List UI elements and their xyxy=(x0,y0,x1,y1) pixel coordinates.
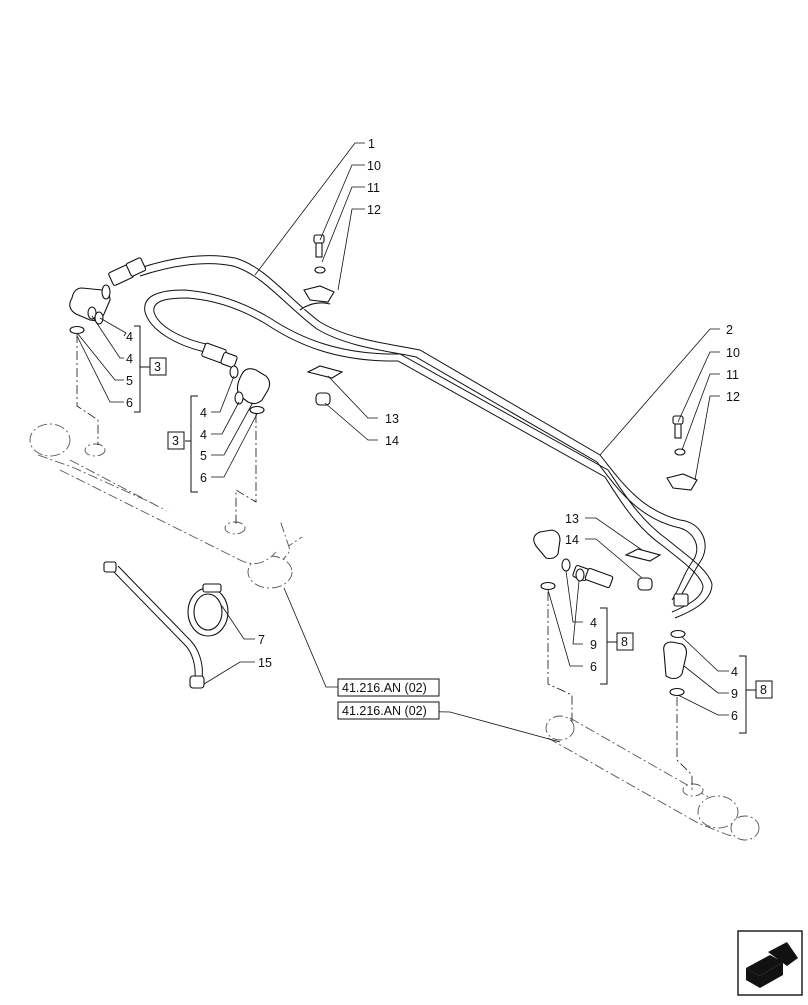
assembly-guide-lines xyxy=(76,334,693,790)
spacer-14-right xyxy=(637,577,653,591)
callout-14-left: 14 xyxy=(385,434,399,448)
o-ring-6a xyxy=(69,325,85,335)
callout-group2-item4: 6 xyxy=(200,471,207,485)
hose-clamp-7 xyxy=(187,583,229,637)
o-ring-4c xyxy=(229,365,239,379)
kit-box-8-left: 8 xyxy=(616,632,634,651)
right-elbow-fitting-lower xyxy=(663,593,689,697)
reference-link-1[interactable]: 41.216.AN (02) xyxy=(337,678,440,697)
callout-group1-item1: 4 xyxy=(126,330,133,344)
svg-text:8: 8 xyxy=(621,635,628,649)
clamp-12-left xyxy=(303,285,335,303)
left-elbow-fitting-lower xyxy=(201,342,271,405)
pipe-15 xyxy=(103,561,205,689)
kit-box-3-left: 3 xyxy=(149,357,167,376)
callout-group1-item4: 6 xyxy=(126,396,133,410)
clamp-12-right xyxy=(666,473,698,491)
hydraulic-pipe-assembly xyxy=(139,255,713,619)
callout-group4-item2: 9 xyxy=(731,687,738,701)
kit-box-3-right: 3 xyxy=(167,431,185,450)
kit-box-8-right: 8 xyxy=(755,680,773,699)
callout-12-left: 12 xyxy=(367,203,381,217)
callout-10-right: 10 xyxy=(726,346,740,360)
callout-2: 2 xyxy=(726,323,733,337)
callout-group4-item1: 4 xyxy=(731,665,738,679)
callout-labels: 1 10 11 12 13 14 2 10 11 12 13 14 4 4 5 … xyxy=(126,137,740,723)
bolt-10-left xyxy=(313,234,326,274)
spacer-14-left xyxy=(315,392,331,406)
leader-lines xyxy=(76,142,729,743)
callout-group3-item3: 6 xyxy=(590,660,597,674)
svg-text:41.216.AN (02): 41.216.AN (02) xyxy=(342,681,427,695)
callout-12-right: 12 xyxy=(726,390,740,404)
callout-group3-item1: 4 xyxy=(590,616,597,630)
o-ring-9a xyxy=(575,568,585,582)
o-ring-6b xyxy=(249,405,265,415)
callout-10-left: 10 xyxy=(367,159,381,173)
callout-15: 15 xyxy=(258,656,272,670)
bracket-13-left xyxy=(306,365,344,379)
callout-13-right: 13 xyxy=(565,512,579,526)
svg-text:3: 3 xyxy=(154,360,161,374)
svg-text:3: 3 xyxy=(172,434,179,448)
o-ring-4a xyxy=(87,306,97,320)
callout-group1-item2: 4 xyxy=(126,352,133,366)
callout-7: 7 xyxy=(258,633,265,647)
left-elbow-fitting-upper xyxy=(69,257,147,321)
callout-1: 1 xyxy=(368,137,375,151)
callout-11-right: 11 xyxy=(726,368,739,382)
right-cylinder-ghost xyxy=(545,715,760,841)
group-brackets xyxy=(134,325,756,734)
callout-group4-item3: 6 xyxy=(731,709,738,723)
o-ring-6c xyxy=(540,581,556,591)
pipe-collar-a xyxy=(299,302,331,311)
callout-group2-item2: 4 xyxy=(200,428,207,442)
o-ring-4b xyxy=(94,311,104,325)
next-page-arrow-icon[interactable] xyxy=(737,930,803,996)
reference-link-2[interactable]: 41.216.AN (02) xyxy=(337,701,440,720)
callout-group1-item3: 5 xyxy=(126,374,133,388)
callout-11-left: 11 xyxy=(367,181,380,195)
svg-text:8: 8 xyxy=(760,683,767,697)
callout-14-right: 14 xyxy=(565,533,579,547)
o-ring-4e xyxy=(561,558,571,572)
callout-group2-item1: 4 xyxy=(200,406,207,420)
callout-13-left: 13 xyxy=(385,412,399,426)
bolt-10-right xyxy=(672,415,686,456)
callout-group2-item3: 5 xyxy=(200,449,207,463)
svg-text:41.216.AN (02): 41.216.AN (02) xyxy=(342,704,427,718)
o-ring-4d xyxy=(234,391,244,405)
left-cylinder-ghost xyxy=(29,423,303,589)
bracket-13-right xyxy=(624,548,662,562)
callout-group3-item2: 9 xyxy=(590,638,597,652)
